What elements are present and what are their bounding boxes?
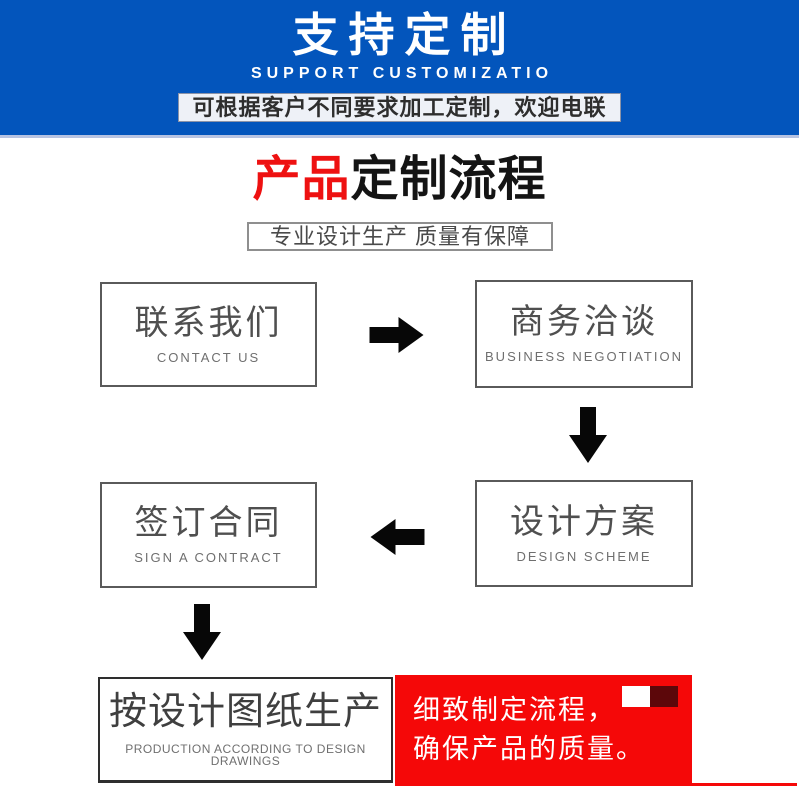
decor-square-maroon: [650, 686, 678, 707]
callout-box: 细致制定流程， 确保产品的质量。: [395, 675, 692, 783]
red-strip-decoration: [395, 783, 797, 786]
arrow-left-icon: [370, 519, 425, 555]
step-box-design-scheme: 设计方案 DESIGN SCHEME: [475, 480, 693, 587]
step-label-en: DESIGN SCHEME: [516, 548, 652, 564]
callout-text: 细致制定流程， 确保产品的质量。: [413, 691, 645, 769]
step-box-business-negotiation: 商务洽谈 BUSINESS NEGOTIATION: [475, 280, 693, 388]
banner: 支持定制 SUPPORT CUSTOMIZATIO 可根据客户不同要求加工定制，…: [0, 0, 799, 138]
step-label-zh: 联系我们: [134, 303, 283, 342]
step-box-contact-us: 联系我们 CONTACT US: [100, 282, 317, 387]
section-title: 产品定制流程: [0, 154, 799, 206]
tagline-box: 专业设计生产 质量有保障: [247, 222, 553, 251]
step-label-zh: 签订合同: [134, 504, 283, 542]
step-label-zh: 商务洽谈: [510, 303, 658, 341]
arrow-down-icon: [569, 407, 607, 463]
step-label-zh: 设计方案: [510, 502, 658, 541]
arrow-down-icon: [183, 604, 221, 660]
step-label-en: CONTACT US: [156, 349, 261, 365]
callout-line-1: 细致制定流程，: [413, 695, 616, 725]
banner-subtitle: SUPPORT CUSTOMIZATIO: [250, 65, 554, 82]
step-label-zh: 按设计图纸生产: [108, 690, 382, 733]
callout-line-2: 确保产品的质量。: [413, 734, 645, 764]
step-label-en: PRODUCTION ACCORDING TO DESIGN DRAWINGS: [125, 741, 366, 768]
step-label-en: BUSINESS NEGOTIATION: [485, 349, 683, 364]
banner-notice: 可根据客户不同要求加工定制，欢迎电联: [178, 93, 621, 122]
decor-square-white: [622, 686, 650, 707]
section-title-rest: 定制流程: [350, 153, 547, 206]
step-label-en: SIGN A CONTRACT: [134, 550, 283, 565]
banner-title: 支持定制: [292, 9, 517, 61]
arrow-right-icon: [369, 317, 424, 353]
section-title-highlight: 产品: [252, 153, 351, 206]
step-box-production: 按设计图纸生产 PRODUCTION ACCORDING TO DESIGN D…: [98, 677, 393, 783]
step-box-sign-contract: 签订合同 SIGN A CONTRACT: [100, 482, 317, 588]
